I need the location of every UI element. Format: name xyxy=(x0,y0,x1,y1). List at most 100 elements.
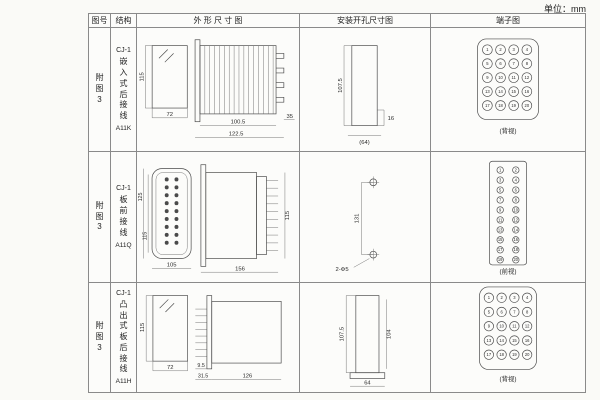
svg-text:9: 9 xyxy=(499,207,502,212)
header-structure-label: 结构 xyxy=(115,16,132,25)
dim-outer-height: 125 xyxy=(138,192,144,201)
side-view: 156 115 xyxy=(200,164,291,273)
dim-body-length: 126 xyxy=(243,373,253,379)
dim-holes: 2-Φ5 xyxy=(335,267,349,273)
svg-text:14: 14 xyxy=(499,337,504,342)
svg-text:17: 17 xyxy=(487,352,492,357)
svg-text:17: 17 xyxy=(485,102,490,107)
view-label: (背视) xyxy=(500,126,517,135)
svg-text:5: 5 xyxy=(488,309,491,314)
svg-text:6: 6 xyxy=(499,61,502,66)
svg-text:7: 7 xyxy=(513,61,516,66)
svg-text:1: 1 xyxy=(488,295,491,300)
dim-total-length: 122.5 xyxy=(229,131,244,137)
front-view: 125 115 105 xyxy=(138,168,192,269)
header-terminal-label: 端子图 xyxy=(496,16,520,25)
svg-text:4: 4 xyxy=(526,295,529,300)
svg-text:3: 3 xyxy=(513,47,516,52)
side-view: 100.5 122.5 35 xyxy=(194,38,295,138)
svg-text:9: 9 xyxy=(488,323,491,328)
dim-span: (64) xyxy=(359,140,369,146)
figure-number: 附图3 xyxy=(95,321,104,352)
svg-text:1: 1 xyxy=(499,167,502,172)
svg-text:6: 6 xyxy=(500,309,503,314)
svg-text:12: 12 xyxy=(525,323,530,328)
side-view: 9.5 31.5 126 xyxy=(195,294,282,380)
svg-text:17: 17 xyxy=(498,247,503,252)
svg-text:12: 12 xyxy=(514,217,519,222)
svg-text:14: 14 xyxy=(514,227,519,232)
svg-text:15: 15 xyxy=(512,337,517,342)
svg-text:8: 8 xyxy=(515,197,518,202)
svg-text:13: 13 xyxy=(487,337,492,342)
outline-drawing-a11q: 125 115 105 156 115 xyxy=(138,164,291,273)
dim-length: 156 xyxy=(235,266,245,272)
install-drawing-a11q: 131 2-Φ5 xyxy=(335,176,380,273)
svg-text:1: 1 xyxy=(486,47,489,52)
dim-width: 105 xyxy=(167,262,178,268)
svg-text:10: 10 xyxy=(498,75,503,80)
header-structure: 结构 xyxy=(111,14,137,28)
svg-text:9: 9 xyxy=(486,75,489,80)
install-drawing-a11k: 107.5 16 (64) xyxy=(338,44,395,146)
dim-slot: 16 xyxy=(388,115,395,121)
outline-cell-a11k: 115 72 100.5 122.5 35 xyxy=(137,28,300,152)
svg-text:10: 10 xyxy=(499,323,504,328)
install-drawing-a11h: 107.5 104 64 xyxy=(339,294,393,386)
svg-text:15: 15 xyxy=(511,88,516,93)
fig-cell-row2: 附图3 xyxy=(89,152,111,283)
svg-text:20: 20 xyxy=(525,352,530,357)
header-outline-label: 外 形 尺 寸 图 xyxy=(193,16,243,25)
dim-front-length: 31.5 xyxy=(198,373,208,379)
svg-text:2: 2 xyxy=(515,167,518,172)
svg-text:18: 18 xyxy=(514,247,519,252)
mount-type-label: 板前接线 xyxy=(119,195,128,237)
svg-text:10: 10 xyxy=(514,207,519,212)
dim-pin-length: 9.5 xyxy=(197,362,204,368)
svg-text:2: 2 xyxy=(500,295,503,300)
svg-text:11: 11 xyxy=(512,323,517,328)
dim-side-height: 115 xyxy=(285,210,291,220)
structure-cell-a11q: CJ-1 板前接线 A11Q xyxy=(111,152,137,283)
outline-drawing-a11h: 115 72 9.5 31.5 126 xyxy=(140,294,282,380)
svg-text:16: 16 xyxy=(525,337,530,342)
svg-text:3: 3 xyxy=(499,177,502,182)
install-cell-a11q: 131 2-Φ5 xyxy=(300,152,431,283)
svg-text:14: 14 xyxy=(498,88,503,93)
dim-height: 115 xyxy=(140,322,146,331)
outline-cell-a11q: 125 115 105 156 115 xyxy=(137,152,300,283)
svg-text:4: 4 xyxy=(526,47,529,52)
dim-cutout-width: 64 xyxy=(364,380,371,386)
svg-text:7: 7 xyxy=(513,309,516,314)
fig-cell-row3: 附图3 xyxy=(89,283,111,393)
header-fig-no-label: 图号 xyxy=(91,16,108,25)
view-label: (背视) xyxy=(500,374,517,383)
outline-cell-a11h: 115 72 9.5 31.5 126 xyxy=(137,283,300,393)
svg-text:13: 13 xyxy=(498,227,503,232)
dim-inner-height: 115 xyxy=(143,232,149,241)
svg-text:5: 5 xyxy=(499,187,502,192)
svg-text:3: 3 xyxy=(513,295,516,300)
install-cell-a11k: 107.5 16 (64) xyxy=(300,28,431,152)
mount-type-label: 凸出式板后接线 xyxy=(119,299,128,374)
dim-width: 72 xyxy=(167,364,173,370)
header-install: 安装开孔尺寸图 xyxy=(300,14,431,28)
figure-number: 附图3 xyxy=(95,73,104,104)
install-cell-a11h: 107.5 104 64 xyxy=(300,283,431,393)
dim-height: 115 xyxy=(139,72,145,81)
unit-label: 单位：mm xyxy=(544,4,586,14)
svg-text:19: 19 xyxy=(498,257,503,262)
svg-text:16: 16 xyxy=(525,88,530,93)
structure-cell-a11h: CJ-1 凸出式板后接线 A11H xyxy=(111,283,137,393)
svg-text:5: 5 xyxy=(486,61,489,66)
fig-cell-row1: 附图3 xyxy=(89,28,111,152)
